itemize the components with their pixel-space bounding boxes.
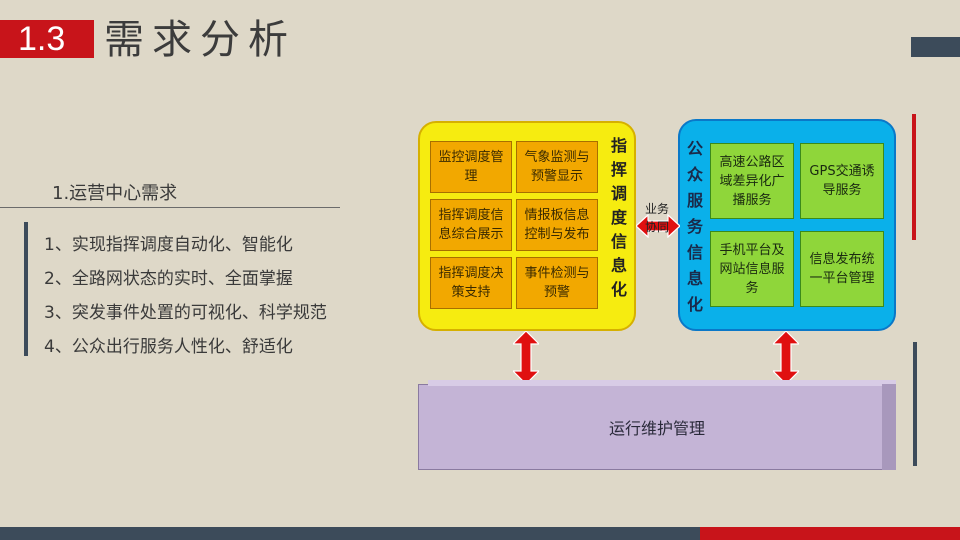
public-service-label: 公众服务信息化 [686,139,703,314]
title-number-badge: 1.3 [0,20,94,58]
diagram-cell: 信息发布统一平台管理 [800,231,884,307]
top-right-accent-bar [911,37,960,57]
list-item: 1、实现指挥调度自动化、智能化 [44,235,293,255]
diagram-cell: 监控调度管理 [430,141,512,193]
section-divider [0,207,340,208]
double-arrow-vertical-icon [773,331,799,384]
double-arrow-vertical-icon [513,331,539,384]
list-item: 3、突发事件处置的可视化、科学规范 [44,303,327,323]
section-heading: 1.运营中心需求 [52,183,178,204]
footer-bar-dark [0,527,700,540]
diagram-cell: GPS交通诱导服务 [800,143,884,219]
list-accent-bar [24,222,28,356]
diagram-cell: 情报板信息控制与发布 [516,199,598,251]
diagram-cell: 手机平台及网站信息服务 [710,231,794,307]
operations-maintenance-box: 运行维护管理 [418,384,896,470]
right-red-accent-bar [912,114,916,240]
diagram-cell: 指挥调度决策支持 [430,257,512,309]
diagram-cell: 气象监测与预警显示 [516,141,598,193]
diagram-cell: 高速公路区域差异化广播服务 [710,143,794,219]
base-box-label: 运行维护管理 [608,419,705,438]
command-dispatch-label: 指挥调度信息化 [610,136,627,299]
list-item: 2、全路网状态的实时、全面掌握 [44,269,293,289]
diagram-cell: 指挥调度信息综合展示 [430,199,512,251]
base-box-bevel-top [428,380,896,386]
page-title: 需求分析 [104,17,296,63]
diagram-cell: 事件检测与预警 [516,257,598,309]
right-dark-accent-bar [913,342,917,466]
double-arrow-horizontal-icon [636,214,680,238]
list-item: 4、公众出行服务人性化、舒适化 [44,337,293,357]
footer-bar-red [700,527,960,540]
requirements-list: 1、实现指挥调度自动化、智能化 2、全路网状态的实时、全面掌握 3、突发事件处置… [44,228,327,364]
link-label: 业务协同 [644,202,669,234]
base-box-bevel-side [882,384,896,470]
